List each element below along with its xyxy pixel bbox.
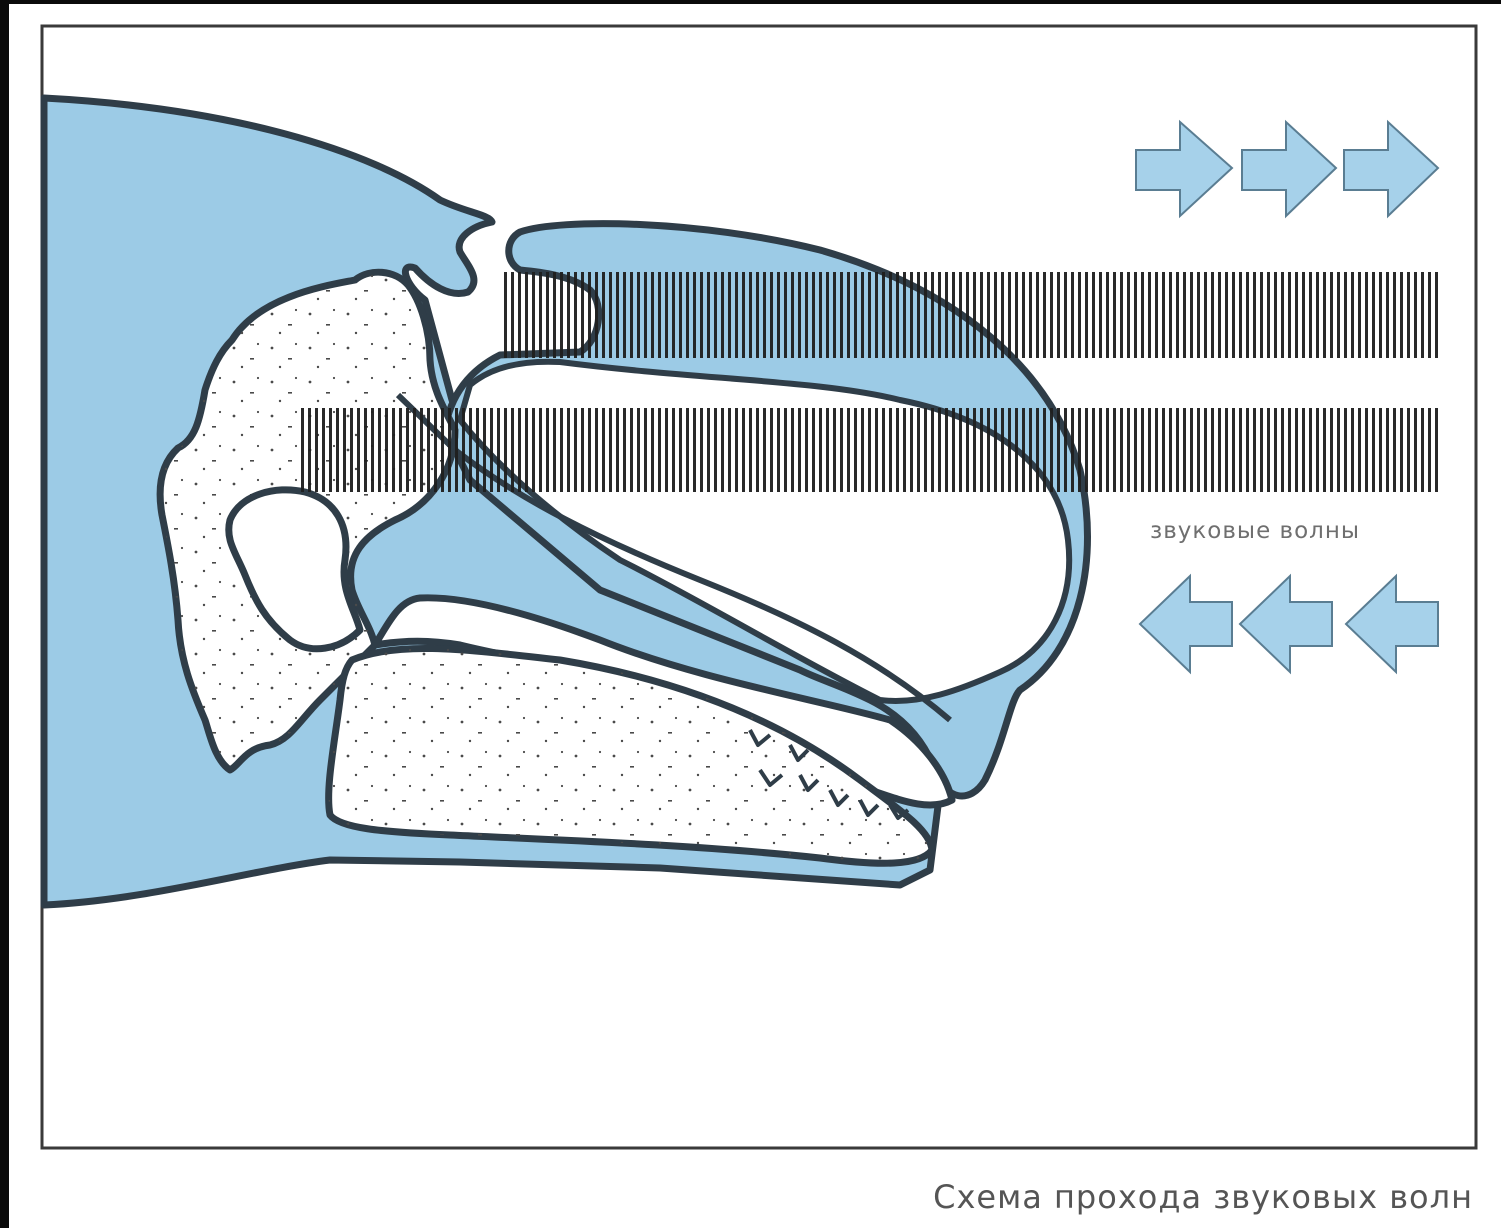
- sound-waves-label: звуковые волны: [1150, 518, 1430, 544]
- arrows-right-row: [1136, 122, 1438, 216]
- sound-wave-band-upper: [500, 272, 1440, 358]
- sound-wave-band-lower: [300, 408, 1440, 492]
- arrows-left-row: [1140, 576, 1438, 672]
- diagram-caption: Схема прохода звуковых волн: [933, 1178, 1473, 1216]
